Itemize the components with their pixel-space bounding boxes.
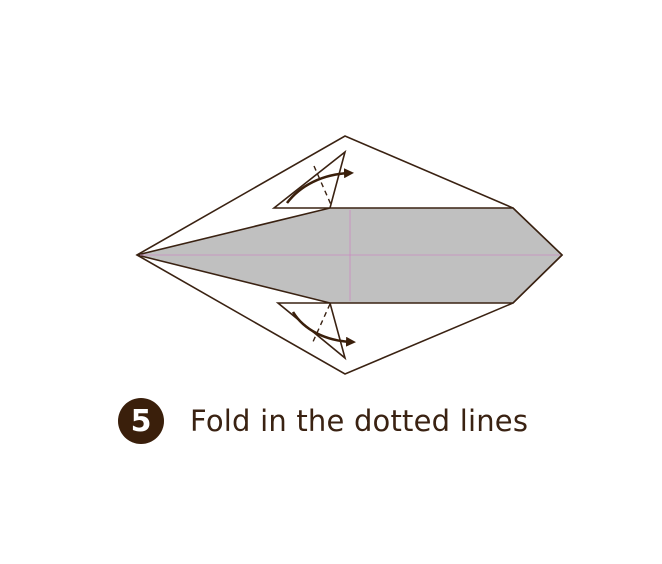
step-number-badge: 5 <box>118 398 164 444</box>
step-caption: 5 Fold in the dotted lines <box>118 398 528 444</box>
top-dotted-fold-line <box>313 165 333 208</box>
top-arrow-icon <box>285 168 354 204</box>
bottom-dotted-fold-line <box>311 303 331 345</box>
gray-inner-strip <box>136 207 564 304</box>
step-instruction-text: Fold in the dotted lines <box>190 404 529 438</box>
bottom-arrow-icon <box>291 311 356 347</box>
top-flap <box>271 149 347 209</box>
